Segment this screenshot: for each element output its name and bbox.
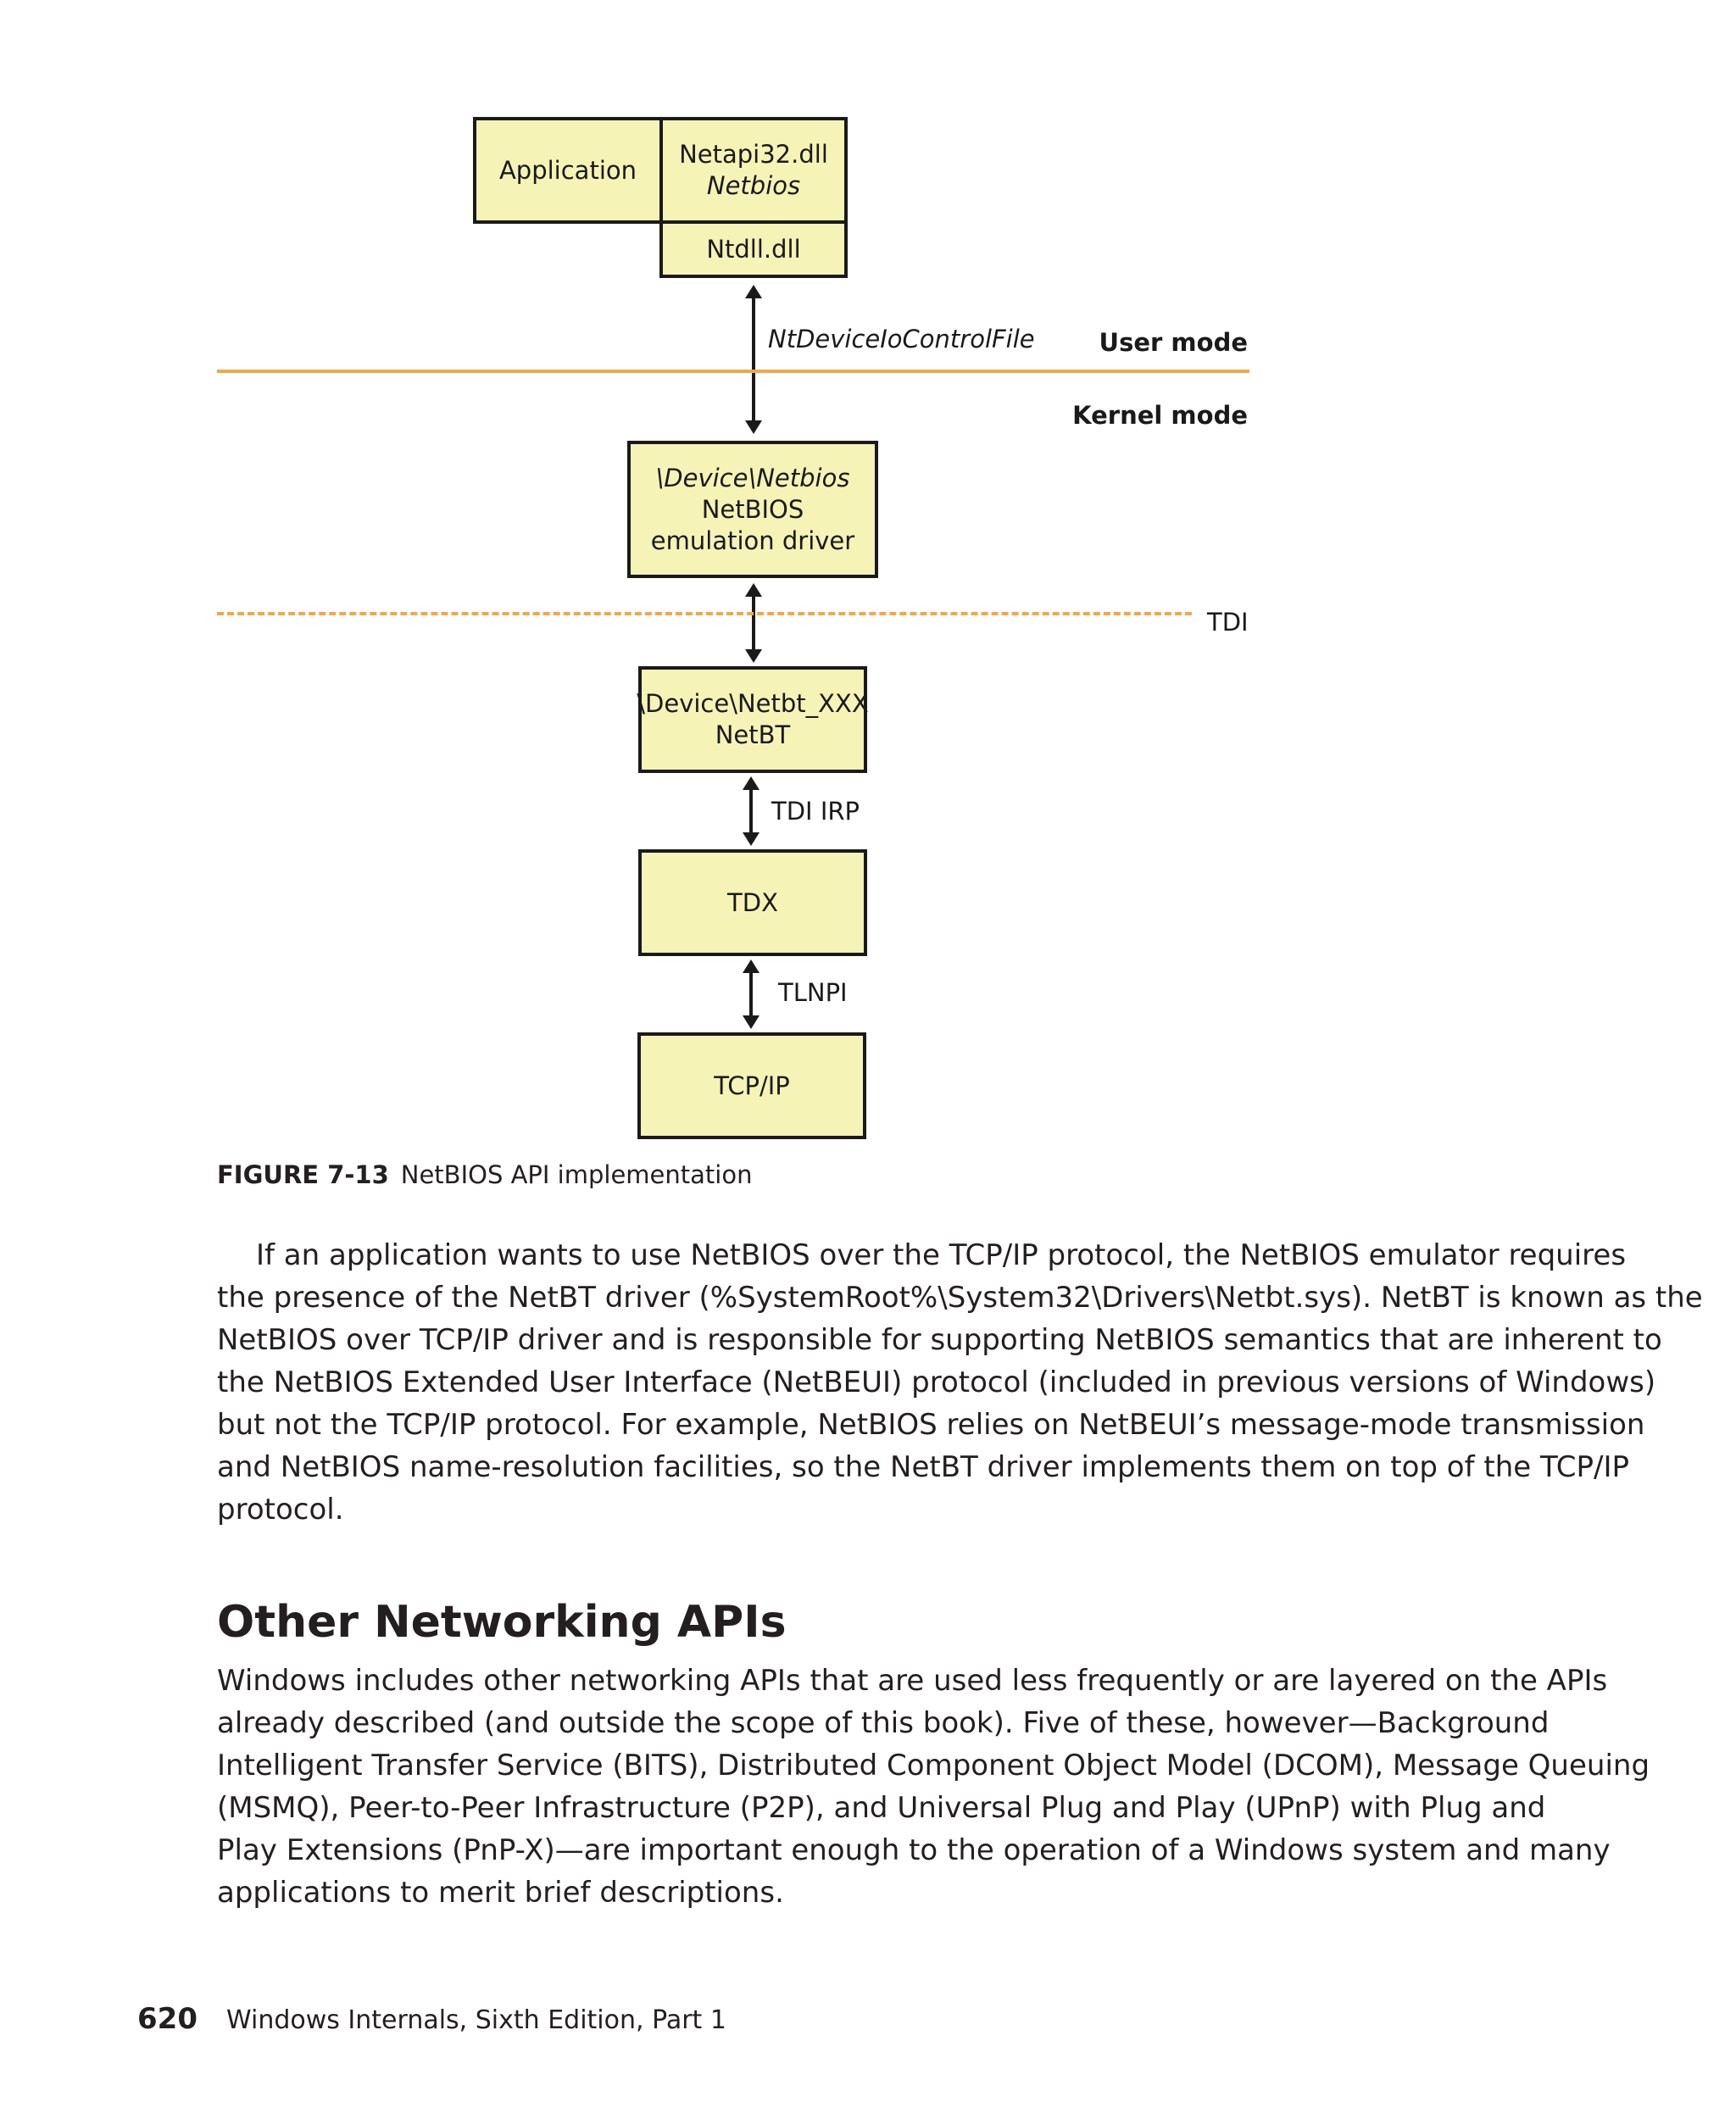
netbios-diagram: Application Netapi32.dll Netbios Ntdll.d…	[217, 117, 1249, 1139]
ntdll-box: Ntdll.dll	[659, 220, 848, 278]
paragraph-netbt: If an application wants to use NetBIOS o…	[217, 1234, 1703, 1531]
application-box: Application	[473, 117, 663, 224]
user-mode-label: User mode	[1099, 328, 1248, 357]
tdi-arrow	[743, 583, 764, 663]
figure-caption-text: NetBIOS API implementation	[400, 1160, 753, 1189]
paragraph-line: (MSMQ), Peer-to-Peer Infrastructure (P2P…	[217, 1791, 1546, 1825]
tdi-label: TDI	[1207, 608, 1249, 637]
tdi-irp-arrow	[741, 776, 761, 846]
paragraph-line: protocol.	[217, 1493, 344, 1527]
tdi-irp-label: TDI IRP	[771, 797, 860, 826]
netbios-name-label: NetBIOS	[701, 494, 804, 524]
tdx-label: TDX	[727, 887, 778, 917]
netbios-device-label: \Device\Netbios	[655, 463, 850, 492]
tdi-boundary-line	[217, 612, 1192, 615]
paragraph-line: NetBIOS over TCP/IP driver and is respon…	[217, 1323, 1662, 1357]
netbt-device-label: \Device\Netbt_XXX	[637, 689, 869, 718]
ioctl-label: NtDeviceIoControlFile	[768, 325, 1035, 353]
paragraph-other-apis: Windows includes other networking APIs t…	[217, 1660, 1650, 1914]
figure-number: FIGURE 7-13	[217, 1160, 389, 1189]
tcpip-box: TCP/IP	[637, 1032, 866, 1139]
page-footer: 620 Windows Internals, Sixth Edition, Par…	[137, 2002, 726, 2038]
netapi-box: Netapi32.dll Netbios	[659, 117, 848, 224]
mode-boundary-line	[217, 370, 1249, 373]
netbios-desc-label: emulation driver	[650, 526, 855, 555]
paragraph-line: applications to merit brief descriptions…	[217, 1876, 784, 1910]
paragraph-line: and NetBIOS name-resolution facilities, …	[217, 1450, 1629, 1484]
paragraph-line: Intelligent Transfer Service (BITS), Dis…	[217, 1749, 1650, 1783]
netapi-dll-label: Netapi32.dll	[679, 140, 828, 169]
section-heading: Other Networking APIs	[217, 1597, 787, 1648]
application-label: Application	[498, 155, 637, 185]
figure-caption: FIGURE 7-13 NetBIOS API implementation	[217, 1160, 752, 1190]
tdx-box: TDX	[638, 849, 867, 956]
netbios-driver-box: \Device\Netbios NetBIOS emulation driver	[627, 441, 878, 578]
page-number: 620	[137, 2002, 198, 2036]
paragraph-line: the NetBIOS Extended User Interface (Net…	[217, 1365, 1656, 1399]
tlnpi-arrow	[741, 959, 761, 1029]
paragraph-line: Play Extensions (PnP-X)—are important en…	[217, 1833, 1611, 1867]
netbt-name-label: NetBT	[715, 720, 791, 749]
paragraph-line: Windows includes other networking APIs t…	[217, 1664, 1608, 1698]
paragraph-line: already described (and outside the scope…	[217, 1706, 1550, 1740]
ioctl-arrow	[743, 285, 764, 434]
kernel-mode-label: Kernel mode	[1072, 401, 1248, 430]
tcpip-label: TCP/IP	[714, 1071, 790, 1100]
netapi-func-label: Netbios	[706, 171, 801, 200]
paragraph-line: but not the TCP/IP protocol. For example…	[217, 1408, 1645, 1442]
netbt-box: \Device\Netbt_XXX NetBT	[637, 666, 869, 773]
paragraph-line: If an application wants to use NetBIOS o…	[256, 1238, 1627, 1272]
ntdll-label: Ntdll.dll	[706, 234, 801, 264]
tlnpi-label: TLNPI	[778, 978, 848, 1007]
book-title: Windows Internals, Sixth Edition, Part 1	[225, 2005, 726, 2035]
paragraph-line: the presence of the NetBT driver (%Syste…	[217, 1281, 1703, 1315]
